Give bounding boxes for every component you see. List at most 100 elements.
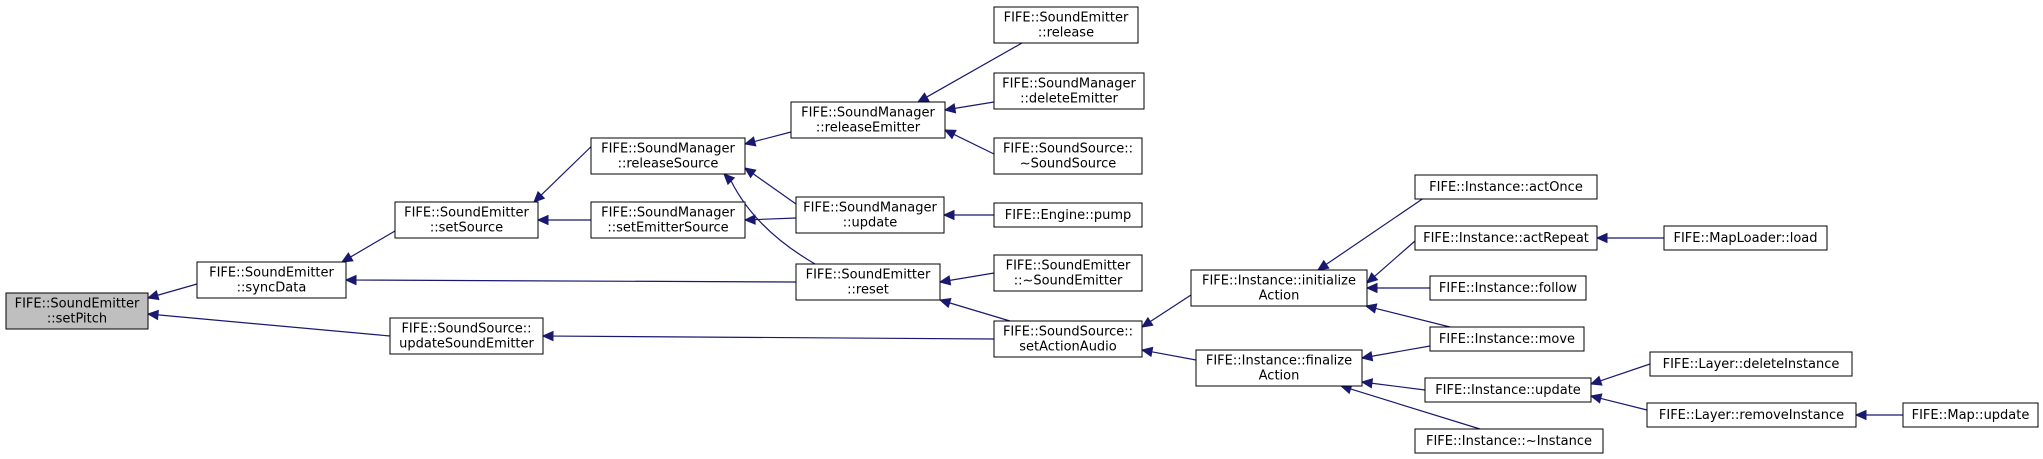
node-mapUpdate[interactable]: FIFE::Map::update (1902, 402, 2039, 428)
node-instUpdate[interactable]: FIFE::Instance::update (1424, 377, 1592, 403)
node-label: FIFE::Layer::removeInstance (1659, 408, 1844, 423)
node-deleteEmitter[interactable]: FIFE::SoundManager::deleteEmitter (993, 72, 1145, 110)
node-label: FIFE::SoundSource:: (1003, 142, 1133, 157)
node-dtorInstance[interactable]: FIFE::Instance::~Instance (1414, 428, 1604, 454)
edge-release-to-releaseEmitter (926, 42, 1023, 98)
node-label: ::syncData (237, 281, 307, 296)
node-follow[interactable]: FIFE::Instance::follow (1429, 275, 1587, 301)
arrowhead (938, 275, 952, 286)
node-box (590, 137, 746, 175)
node-label: FIFE::SoundManager (801, 106, 935, 121)
node-setActionAudio[interactable]: FIFE::SoundSource::setActionAudio (993, 320, 1143, 358)
node-releaseSource[interactable]: FIFE::SoundManager::releaseSource (590, 137, 746, 175)
node-move[interactable]: FIFE::Instance::move (1429, 326, 1585, 352)
node-pump[interactable]: FIFE::Engine::pump (993, 202, 1143, 228)
node-label: FIFE::SoundManager (601, 206, 735, 221)
node-setSource[interactable]: FIFE::SoundEmitter::setSource (394, 201, 539, 239)
node-label: ~SoundSource (1020, 157, 1116, 172)
edge-smUpdate-to-setEmitterSource (754, 217, 797, 221)
node-box (993, 202, 1143, 228)
node-box (196, 261, 347, 299)
arrowhead (1364, 303, 1378, 314)
edge-updateSoundEmitter-to-setPitch (157, 314, 391, 337)
arrowhead (743, 136, 757, 147)
node-label: FIFE::SoundSource:: (401, 322, 531, 337)
node-label: FIFE::SoundEmitter (209, 266, 334, 281)
arrowhead (146, 290, 160, 301)
node-label: FIFE::Instance::update (1435, 383, 1581, 398)
edge-deleteInstance-to-instUpdate (1600, 363, 1651, 382)
node-label: FIFE::SoundManager (601, 142, 735, 157)
arrowhead (1589, 393, 1603, 404)
node-box (1646, 402, 1857, 428)
edge-finalizeAction-to-setActionAudio (1151, 351, 1197, 361)
node-label: FIFE::SoundEmitter (15, 297, 140, 312)
node-label: ::releaseEmitter (816, 121, 921, 136)
node-label: FIFE::SoundEmitter (404, 206, 529, 221)
node-box (993, 6, 1139, 44)
arrowhead (943, 129, 957, 140)
node-box (1429, 326, 1585, 352)
node-box (394, 201, 539, 239)
node-setEmitterSource[interactable]: FIFE::SoundManager::setEmitterSource (590, 201, 746, 239)
node-actRepeat[interactable]: FIFE::Instance::actRepeat (1414, 225, 1598, 251)
node-box (993, 72, 1145, 110)
arrowhead (541, 330, 554, 342)
edge-releaseSource-to-setSource (540, 137, 601, 196)
node-mapLoaderLoad[interactable]: FIFE::MapLoader::load (1663, 225, 1828, 251)
node-box (790, 101, 946, 139)
arrowhead (942, 209, 955, 221)
arrowhead (533, 190, 546, 203)
edge-dtorSoundEmitter-to-reset (949, 272, 995, 281)
node-removeInstance[interactable]: FIFE::Layer::removeInstance (1646, 402, 1857, 428)
node-releaseEmitter[interactable]: FIFE::SoundManager::releaseEmitter (790, 101, 946, 139)
call-graph-nodes: FIFE::SoundEmitter::setPitchFIFE::SoundE… (5, 6, 2039, 454)
node-label: FIFE::Instance::initialize (1202, 274, 1356, 289)
edge-actOnce-to-initializeAction (1325, 186, 1441, 265)
node-dtorSoundSource[interactable]: FIFE::SoundSource::~SoundSource (993, 137, 1143, 175)
node-label: ::releaseSource (618, 157, 719, 172)
node-smUpdate[interactable]: FIFE::SoundManager::update (795, 196, 945, 234)
node-box (1190, 269, 1368, 307)
node-label: ::~SoundEmitter (1014, 274, 1123, 289)
node-updateSoundEmitter[interactable]: FIFE::SoundSource::updateSoundEmitter (389, 317, 544, 355)
arrowhead (1316, 259, 1330, 271)
node-setPitch[interactable]: FIFE::SoundEmitter::setPitch (5, 292, 149, 330)
node-label: FIFE::Map::update (1912, 408, 2030, 423)
node-label: updateSoundEmitter (399, 337, 534, 352)
edge-reset-to-syncData (355, 279, 797, 283)
node-release[interactable]: FIFE::SoundEmitter::release (993, 6, 1139, 44)
node-reset[interactable]: FIFE::SoundEmitter::reset (795, 263, 941, 301)
node-box (993, 254, 1143, 292)
node-box (1649, 351, 1853, 377)
node-label: FIFE::SoundEmitter (806, 268, 931, 283)
arrowhead (1360, 350, 1374, 362)
arrowhead (743, 214, 756, 225)
node-label: FIFE::Instance::~Instance (1426, 434, 1592, 449)
arrowhead (1854, 409, 1867, 421)
node-label: FIFE::SoundManager (1002, 77, 1136, 92)
arrowhead (1365, 282, 1378, 294)
node-box (1414, 174, 1598, 200)
node-deleteInstance[interactable]: FIFE::Layer::deleteInstance (1649, 351, 1853, 377)
node-dtorSoundEmitter[interactable]: FIFE::SoundEmitter::~SoundEmitter (993, 254, 1143, 292)
node-box (1414, 225, 1598, 251)
node-actOnce[interactable]: FIFE::Instance::actOnce (1414, 174, 1598, 200)
node-label: FIFE::Instance::move (1439, 332, 1575, 347)
node-label: FIFE::SoundManager (803, 201, 937, 216)
node-label: FIFE::SoundEmitter (1006, 259, 1131, 274)
node-syncData[interactable]: FIFE::SoundEmitter::syncData (196, 261, 347, 299)
arrowhead (916, 92, 930, 103)
node-label: Action (1259, 369, 1300, 384)
edge-setActionAudio-to-updateSoundEmitter (552, 335, 995, 340)
edge-initializeAction-to-setActionAudio (1150, 294, 1192, 323)
edge-instUpdate-to-finalizeAction (1371, 382, 1426, 391)
node-label: FIFE::Instance::actRepeat (1423, 231, 1589, 246)
node-box (993, 137, 1143, 175)
node-label: FIFE::Instance::follow (1439, 281, 1578, 296)
node-label: FIFE::Layer::deleteInstance (1663, 357, 1840, 372)
node-box (1195, 349, 1363, 387)
